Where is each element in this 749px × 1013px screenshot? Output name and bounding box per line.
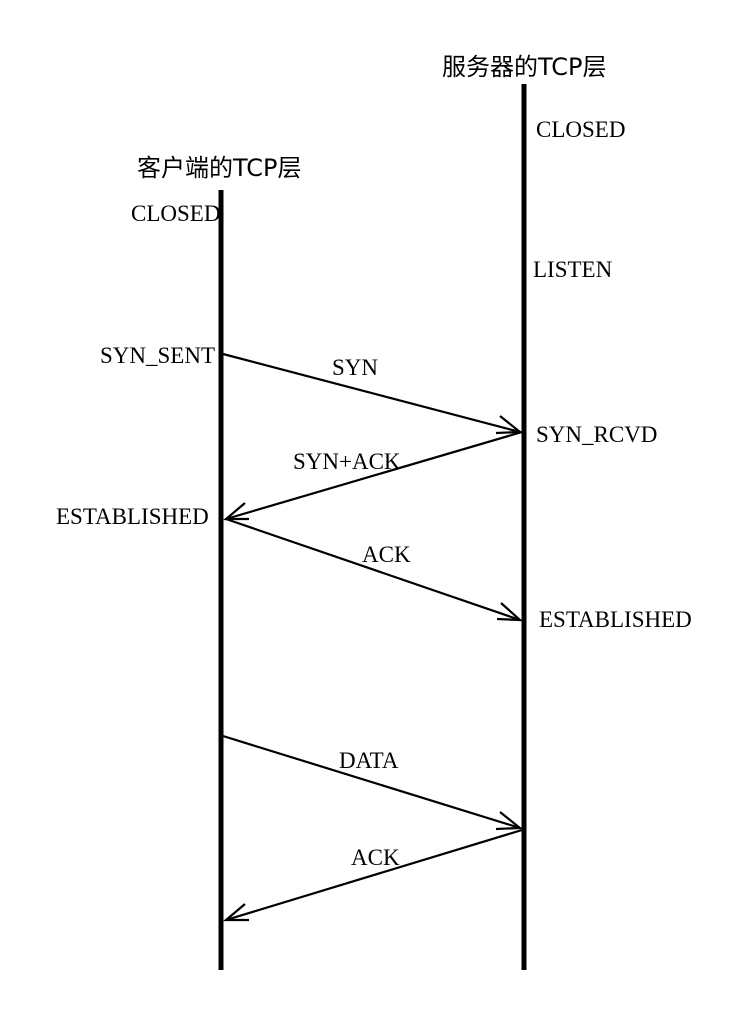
ack-data-arrow-line xyxy=(225,828,523,922)
server-state-syn-rcvd: SYN_RCVD xyxy=(536,422,657,447)
ack-arrow-line xyxy=(225,517,521,622)
client-title: 客户端的TCP层 xyxy=(137,154,301,182)
message-syn: SYN xyxy=(222,352,523,435)
server-state-established: ESTABLISHED xyxy=(539,607,692,632)
server-state-listen: LISTEN xyxy=(533,257,613,282)
message-data: DATA xyxy=(222,734,523,831)
data-arrow-line xyxy=(222,734,521,830)
syn-arrow-head xyxy=(495,415,523,435)
message-ack-data: ACK xyxy=(222,828,523,922)
client-state-closed: CLOSED xyxy=(131,201,220,226)
server-state-closed: CLOSED xyxy=(536,117,625,142)
client-state-syn-sent: SYN_SENT xyxy=(100,343,215,368)
server-title: 服务器的TCP层 xyxy=(442,53,606,81)
data-label: DATA xyxy=(339,748,399,773)
syn-ack-label: SYN+ACK xyxy=(293,449,401,474)
message-ack-handshake: ACK xyxy=(225,517,524,622)
syn-ack-arrow-line xyxy=(225,430,523,521)
ack-data-arrow-head xyxy=(222,903,249,922)
syn-arrow-line xyxy=(222,352,521,434)
message-syn-ack: SYN+ACK xyxy=(222,430,523,521)
syn-label: SYN xyxy=(332,355,378,380)
ack-label: ACK xyxy=(362,542,411,567)
data-arrow-head xyxy=(495,811,523,831)
ack-data-label: ACK xyxy=(351,845,400,870)
ack-arrow-head xyxy=(496,602,524,622)
client-state-established: ESTABLISHED xyxy=(56,504,209,529)
